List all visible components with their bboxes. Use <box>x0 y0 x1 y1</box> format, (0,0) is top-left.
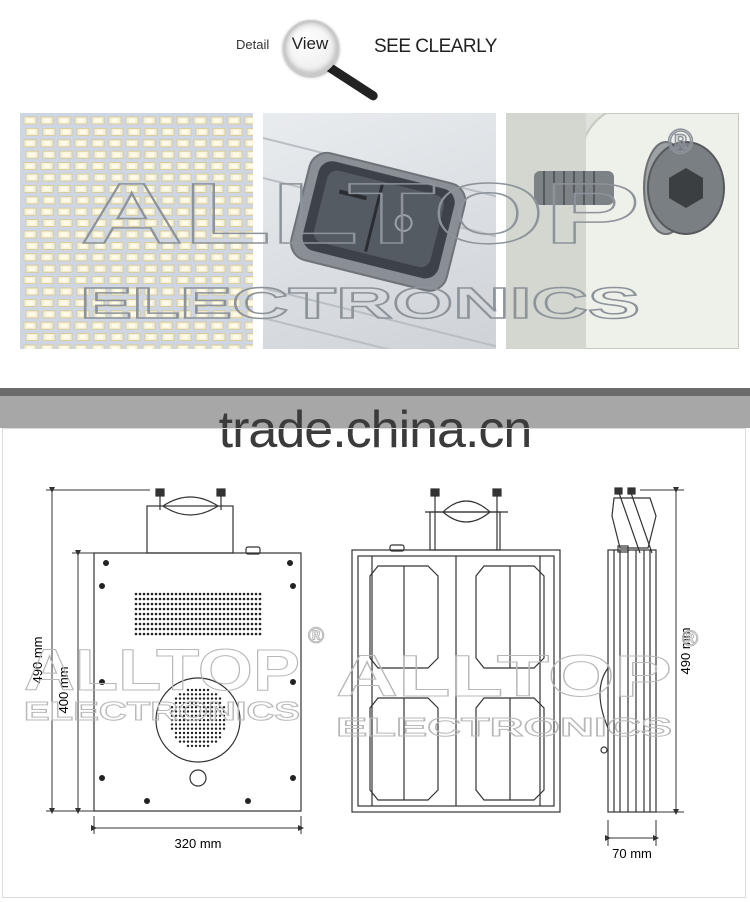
front-led-grid <box>134 592 262 636</box>
watermark-brand-left: ALLTOP <box>24 638 300 703</box>
band-top-stripe <box>0 388 750 396</box>
trade-watermark: trade.china.cn <box>218 401 533 459</box>
watermark-registered-left: ® <box>308 623 324 648</box>
bolt-graphic <box>506 113 739 349</box>
side-dimension-lines <box>605 487 684 846</box>
drawing-frame <box>2 428 746 898</box>
front-bracket <box>146 505 234 554</box>
back-panel-tl <box>369 565 439 669</box>
band <box>0 396 750 428</box>
dim-front-height-total: 490 mm <box>30 637 45 684</box>
detail-label: Detail <box>236 37 270 52</box>
watermark-brand-photos: ALLTOP <box>80 166 640 262</box>
dim-front-height-body: 400 mm <box>56 667 71 714</box>
back-view <box>351 488 561 813</box>
back-panel-bl <box>369 697 439 801</box>
photo-rocker-switch <box>263 113 496 349</box>
back-frame <box>351 549 561 813</box>
see-clearly-label: SEE CLEARLY <box>374 36 497 57</box>
drawing-watermark: ALLTOP ELECTRONICS ® ALLTOP ELECTRONICS … <box>24 623 699 743</box>
back-panel-tr <box>475 565 545 669</box>
watermark-sub-left: ELECTRONICS <box>24 696 300 726</box>
dim-side-depth: 70 mm <box>612 846 652 861</box>
front-round-grid <box>170 688 226 748</box>
photo-mounting-bolt <box>506 113 739 349</box>
watermark-brand-right: ALLTOP <box>336 644 672 709</box>
front-body <box>93 552 302 812</box>
side-view <box>599 487 657 813</box>
watermark-registered-photos: ® <box>668 123 693 161</box>
front-dimension-lines <box>46 487 304 834</box>
magnifier-icon <box>283 20 339 76</box>
watermark-sub-photos: ELECTRONICS <box>80 279 640 328</box>
dim-side-height-total: 490 mm <box>678 628 693 675</box>
watermark-registered-right: ® <box>682 626 698 651</box>
front-view <box>93 488 302 812</box>
side-body <box>607 549 657 813</box>
switch-graphic <box>263 136 496 349</box>
technical-drawing: 490 mm 400 mm 320 mm <box>24 487 699 861</box>
watermark-sub-right: ELECTRONICS <box>336 712 672 742</box>
led-grid-graphic <box>23 116 253 349</box>
photo-watermark: ALLTOP ELECTRONICS ® <box>79 122 694 329</box>
dim-front-width: 320 mm <box>175 836 222 851</box>
back-panel-br <box>475 697 545 801</box>
photo-led-chip-array <box>20 113 253 349</box>
front-round-panel <box>155 677 241 763</box>
view-label: View <box>291 34 329 53</box>
